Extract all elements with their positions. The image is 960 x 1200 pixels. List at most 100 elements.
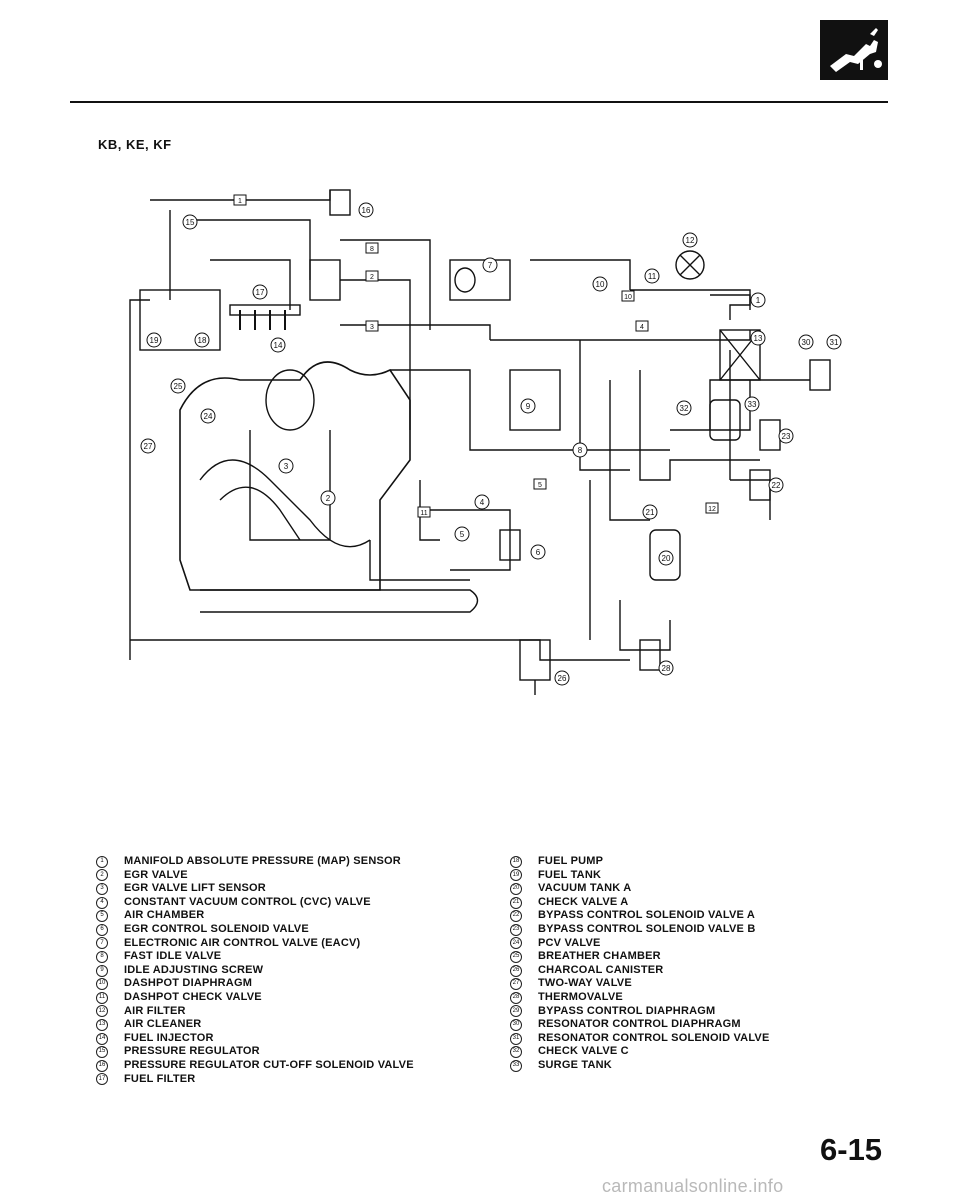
legend-number: 8 [96,950,108,963]
svg-text:20: 20 [662,554,671,563]
legend-label: CHECK VALVE A [538,895,629,908]
legend-label: AIR CHAMBER [124,909,205,922]
svg-text:11: 11 [648,272,657,281]
legend-label: BYPASS CONTROL SOLENOID VALVE A [538,909,756,922]
legend-label: EGR VALVE LIFT SENSOR [124,882,266,895]
svg-text:22: 22 [772,481,781,490]
legend-number: 2 [96,869,108,882]
hose-tag-2: 2 [365,270,379,282]
legend-number: 9 [96,964,108,977]
legend-label: DASHPOT CHECK VALVE [124,990,262,1003]
svg-text:1: 1 [756,296,761,305]
callout-7: 7 [482,257,498,273]
legend-number: 12 [96,1005,108,1018]
legend-number: 3 [96,882,108,895]
legend-label: MANIFOLD ABSOLUTE PRESSURE (MAP) SENSOR [124,855,401,867]
svg-text:26: 26 [558,674,567,683]
hose-tag-8: 8 [365,242,379,254]
svg-text:31: 31 [830,338,839,347]
legend-number: 31 [510,1032,522,1045]
callout-10: 10 [592,276,608,292]
legend-label: VACUUM TANK A [538,882,632,895]
callout-26: 26 [554,670,570,686]
legend-number: 30 [510,1018,522,1031]
legend-number: 26 [510,964,522,977]
legend-number: 14 [96,1032,108,1045]
callout-6: 6 [530,544,546,560]
callout-15: 15 [182,214,198,230]
callout-13: 13 [750,330,766,346]
callout-16: 16 [358,202,374,218]
legend-number: 4 [96,896,108,909]
legend-number: 16 [96,1059,108,1072]
legend-number: 17 [96,1073,108,1086]
svg-text:24: 24 [204,412,213,421]
legend-label: EGR VALVE [124,868,188,881]
callout-3: 3 [278,458,294,474]
legend-label: PRESSURE REGULATOR CUT-OFF SOLENOID VALV… [124,1058,414,1071]
svg-text:30: 30 [802,338,811,347]
callout-23: 23 [778,428,794,444]
legend-item: 3 EGR VALVE LIFT SENSOR [96,882,496,896]
svg-text:5: 5 [460,530,465,539]
callout-33: 33 [744,396,760,412]
legend-item: 27 TWO-WAY VALVE [510,977,840,991]
svg-text:32: 32 [680,404,689,413]
callout-5: 5 [454,526,470,542]
legend-label: RESONATOR CONTROL SOLENOID VALVE [538,1031,770,1044]
legend-item: 16 PRESSURE REGULATOR CUT-OFF SOLENOID VA… [96,1059,496,1073]
legend-number: 22 [510,910,522,923]
svg-text:33: 33 [748,400,757,409]
callout-19: 19 [146,332,162,348]
callout-8: 8 [572,442,588,458]
hose-tag-11: 11 [417,506,431,518]
svg-text:7: 7 [488,261,493,270]
svg-text:3: 3 [284,462,289,471]
svg-text:8: 8 [578,446,583,455]
svg-text:18: 18 [198,336,207,345]
legend-number: 27 [510,978,522,991]
svg-text:15: 15 [186,218,195,227]
legend-label: DASHPOT DIAPHRAGM [124,977,253,990]
legend-label: TWO-WAY VALVE [538,977,632,990]
callout-11: 11 [644,268,660,284]
callout-18: 18 [194,332,210,348]
callout-32: 32 [676,400,692,416]
callout-2: 2 [320,490,336,506]
svg-text:3: 3 [370,324,374,331]
legend-label: BREATHER CHAMBER [538,950,661,963]
svg-text:4: 4 [480,498,485,507]
hose-tag-3: 3 [365,320,379,332]
callout-20: 20 [658,550,674,566]
legend-label: BYPASS CONTROL DIAPHRAGM [538,1004,716,1017]
svg-text:23: 23 [782,432,791,441]
svg-text:10: 10 [596,280,605,289]
callout-28: 28 [658,660,674,676]
svg-text:17: 17 [256,288,265,297]
hose-tag-12: 12 [705,502,719,514]
legend-item: 31 RESONATOR CONTROL SOLENOID VALVE [510,1032,840,1046]
svg-text:2: 2 [326,494,331,503]
header-rule [70,101,888,103]
legend-label: AIR CLEANER [124,1018,202,1031]
callout-30: 30 [798,334,814,350]
legend-number: 25 [510,950,522,963]
svg-text:28: 28 [662,664,671,673]
svg-text:21: 21 [646,508,655,517]
callout-12: 12 [682,232,698,248]
